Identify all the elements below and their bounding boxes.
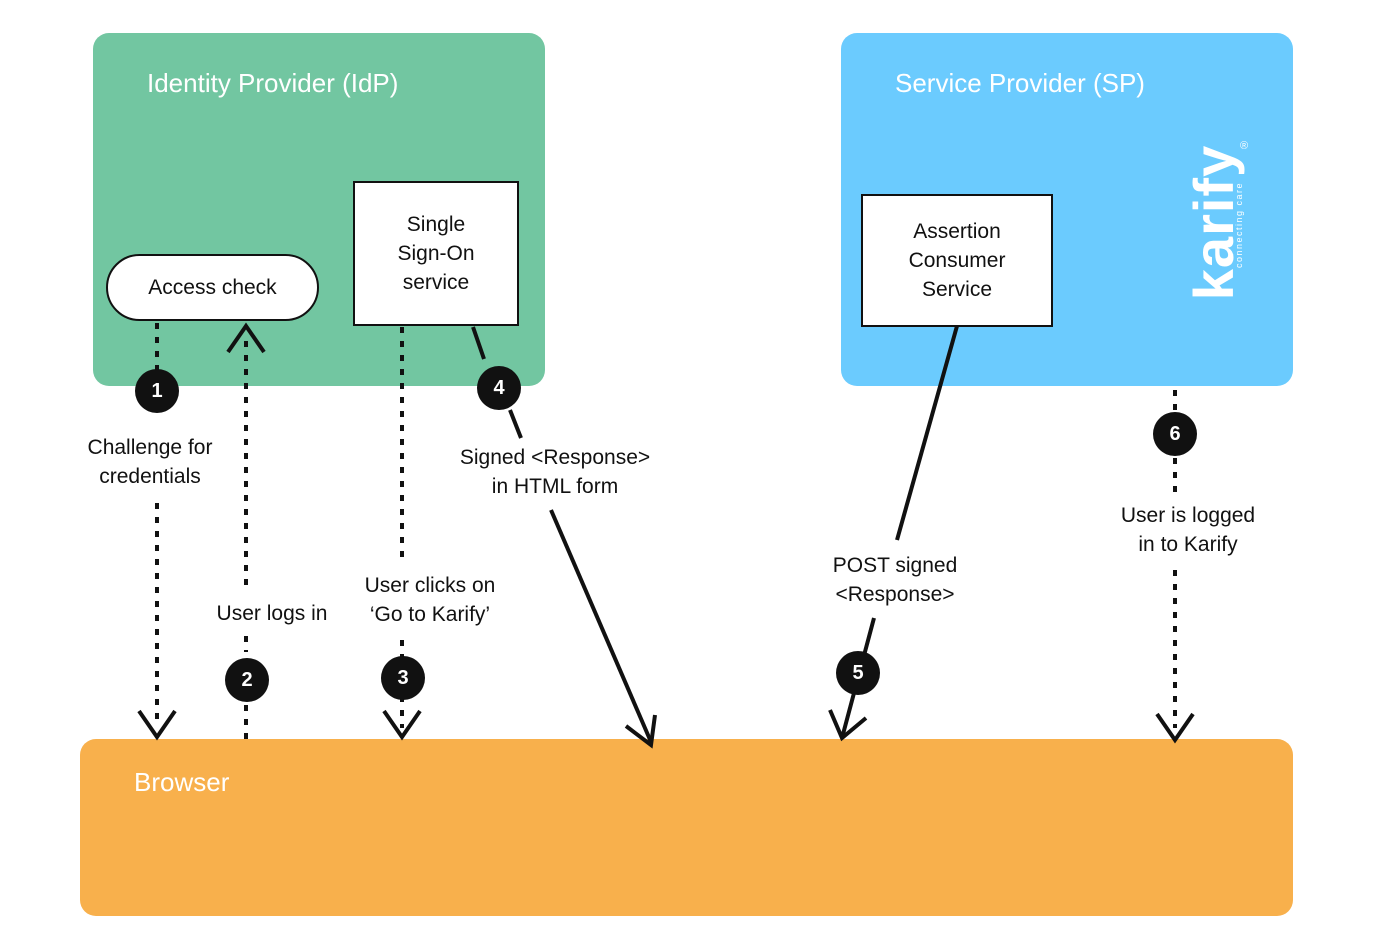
access-check-label: Access check: [148, 276, 277, 299]
sso-service-label: Single Sign-On service: [397, 213, 475, 294]
step-1-label: Challenge for credentials: [87, 436, 213, 488]
step-5-badge: 5: [836, 651, 880, 695]
sp-title: Service Provider (SP): [895, 68, 1145, 98]
flow-5-arrowhead: [828, 709, 868, 742]
step-4-badge: 4: [477, 366, 521, 410]
logo-registered-mark: ®: [1240, 140, 1249, 152]
flow-4-arrowhead: [624, 714, 657, 749]
step-6-label: User is logged in to Karify: [1120, 504, 1256, 556]
acs-label: Assertion Consumer Service: [908, 220, 1006, 301]
flow-6-arrowhead: [1155, 712, 1195, 744]
sso-service-node: Single Sign-On service: [353, 181, 519, 326]
browser-panel: Browser: [80, 739, 1293, 916]
flow-2-arrowhead: [226, 322, 266, 354]
step-2-badge: 2: [225, 658, 269, 702]
flow-4-line-top: [471, 326, 486, 360]
access-check-node: Access check: [106, 254, 319, 321]
browser-title: Browser: [134, 767, 230, 797]
flow-4-line-bottom: [549, 509, 653, 743]
step-3-label: User clicks on ‘Go to Karify’: [364, 574, 496, 626]
step-3-badge: 3: [381, 656, 425, 700]
idp-title: Identity Provider (IdP): [147, 68, 399, 98]
flow-1-arrowhead: [137, 709, 177, 741]
step-5-label: POST signed <Response>: [832, 554, 958, 606]
step-6-badge: 6: [1153, 412, 1197, 456]
flow-4-line-mid: [508, 409, 523, 439]
step-1-badge: 1: [135, 369, 179, 413]
step-2-label: User logs in: [216, 602, 328, 625]
karify-logo: karify connecting care ®: [1176, 140, 1266, 305]
flow-5-line-top: [895, 325, 959, 541]
flow-3-arrowhead: [382, 709, 422, 741]
step-4-label: Signed <Response> in HTML form: [459, 446, 651, 498]
